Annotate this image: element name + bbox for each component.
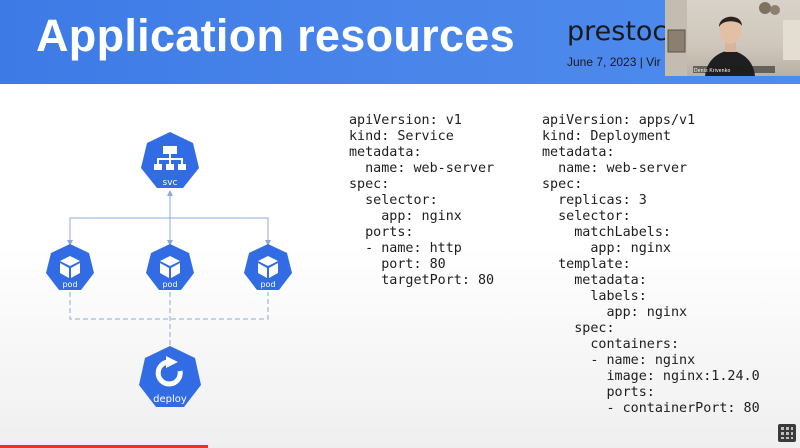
cube-icon <box>258 256 278 278</box>
cube-icon <box>60 256 80 278</box>
event-date: June 7, 2023 | Vir <box>567 55 661 69</box>
service-node: svc <box>141 132 199 188</box>
video-player-logo-icon[interactable] <box>778 424 796 442</box>
slide-title: Application resources <box>36 10 515 61</box>
pod-label: pod <box>260 280 275 289</box>
pod-label: pod <box>62 280 77 289</box>
service-label: svc <box>163 178 178 188</box>
refresh-icon <box>155 356 183 387</box>
conference-brand: prestoco <box>567 16 684 47</box>
architecture-diagram: svc pod pod <box>46 132 292 407</box>
network-icon <box>154 146 186 170</box>
cube-icon <box>160 256 180 278</box>
speaker-name: Denis Krivenko <box>694 68 731 74</box>
deployment-yaml: apiVersion: apps/v1 kind: Deployment met… <box>542 113 760 416</box>
pod-node: pod <box>146 244 194 290</box>
speaker-webcam <box>665 0 800 76</box>
deployment-label: deploy <box>153 394 187 405</box>
pod-node: pod <box>244 244 292 290</box>
service-yaml: apiVersion: v1 kind: Service metadata: n… <box>349 113 495 288</box>
deployment-node: deploy <box>139 346 201 407</box>
webcam-scene <box>665 0 800 76</box>
video-progress-bar[interactable] <box>0 445 208 448</box>
pod-label: pod <box>162 280 177 289</box>
pod-node: pod <box>46 244 94 290</box>
